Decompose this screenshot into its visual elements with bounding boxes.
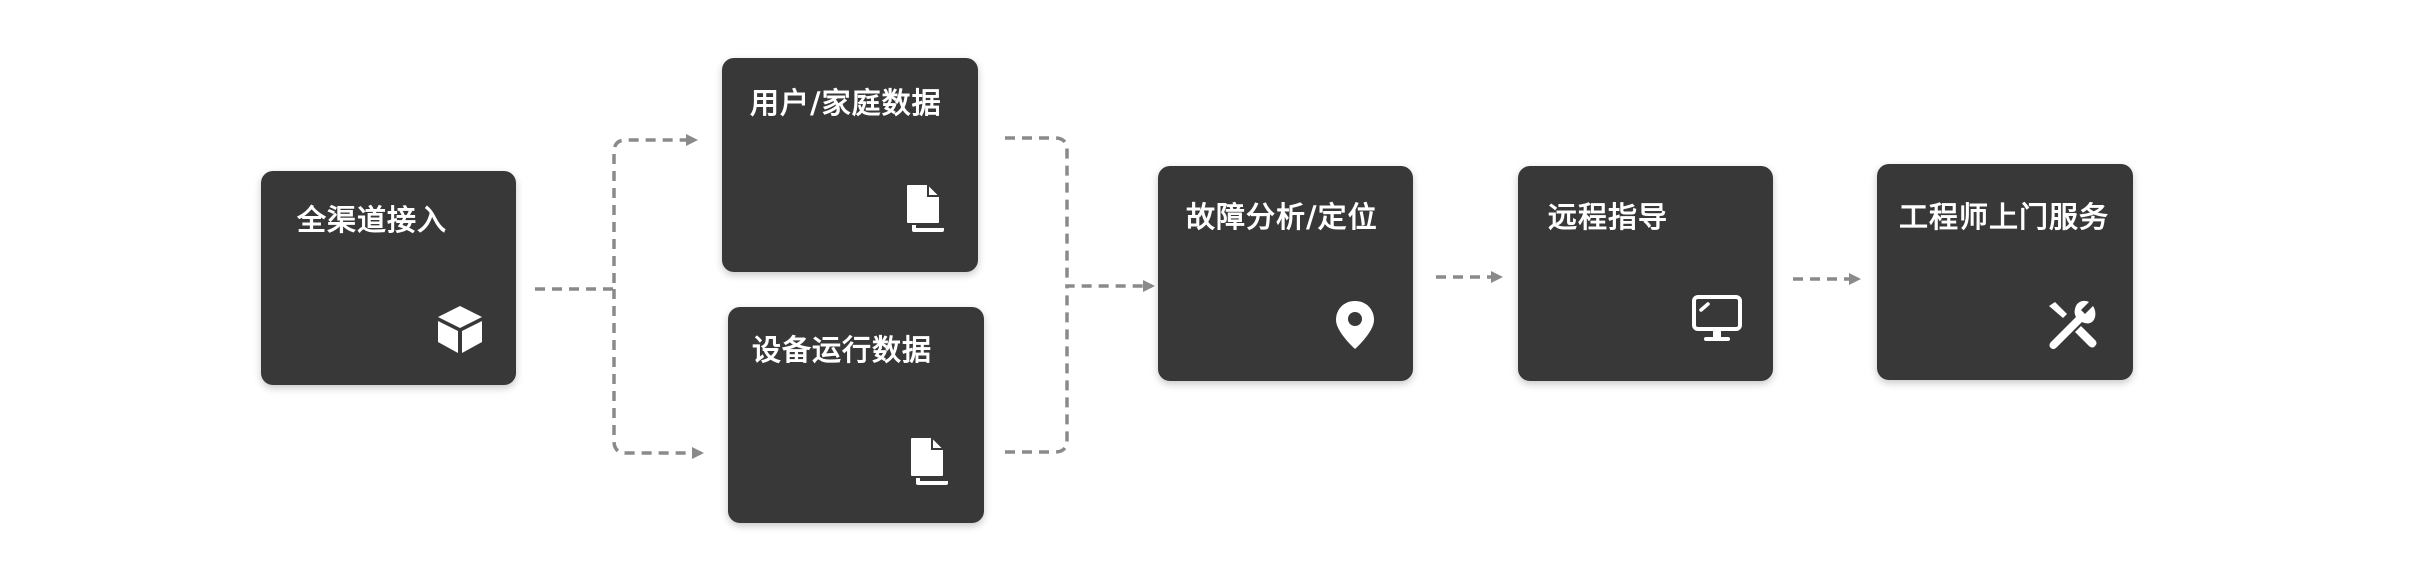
document-icon — [898, 182, 950, 234]
cube-icon — [434, 303, 486, 355]
node-label: 用户/家庭数据 — [750, 86, 942, 120]
document-icon — [902, 435, 954, 487]
node-user-family-data[interactable]: 用户/家庭数据 — [722, 58, 978, 272]
node-remote-guidance[interactable]: 远程指导 — [1518, 166, 1773, 381]
monitor-icon — [1691, 293, 1743, 345]
node-fault-analysis[interactable]: 故障分析/定位 — [1158, 166, 1413, 381]
node-label: 故障分析/定位 — [1186, 200, 1378, 234]
node-engineer-onsite[interactable]: 工程师上门服务 — [1877, 164, 2133, 380]
connector-channel-device — [612, 289, 704, 459]
connector-device-fault — [1005, 280, 1155, 454]
map-pin-icon — [1329, 299, 1381, 351]
connector-channel-user — [535, 134, 698, 291]
wrench-icon — [2045, 298, 2097, 350]
connector-user-fault — [1005, 136, 1069, 286]
node-label: 工程师上门服务 — [1899, 200, 2110, 234]
node-label: 全渠道接入 — [297, 203, 448, 237]
node-channel-access[interactable]: 全渠道接入 — [261, 171, 516, 385]
node-label: 设备运行数据 — [752, 333, 933, 367]
node-device-runtime-data[interactable]: 设备运行数据 — [728, 307, 984, 523]
node-label: 远程指导 — [1548, 200, 1669, 234]
